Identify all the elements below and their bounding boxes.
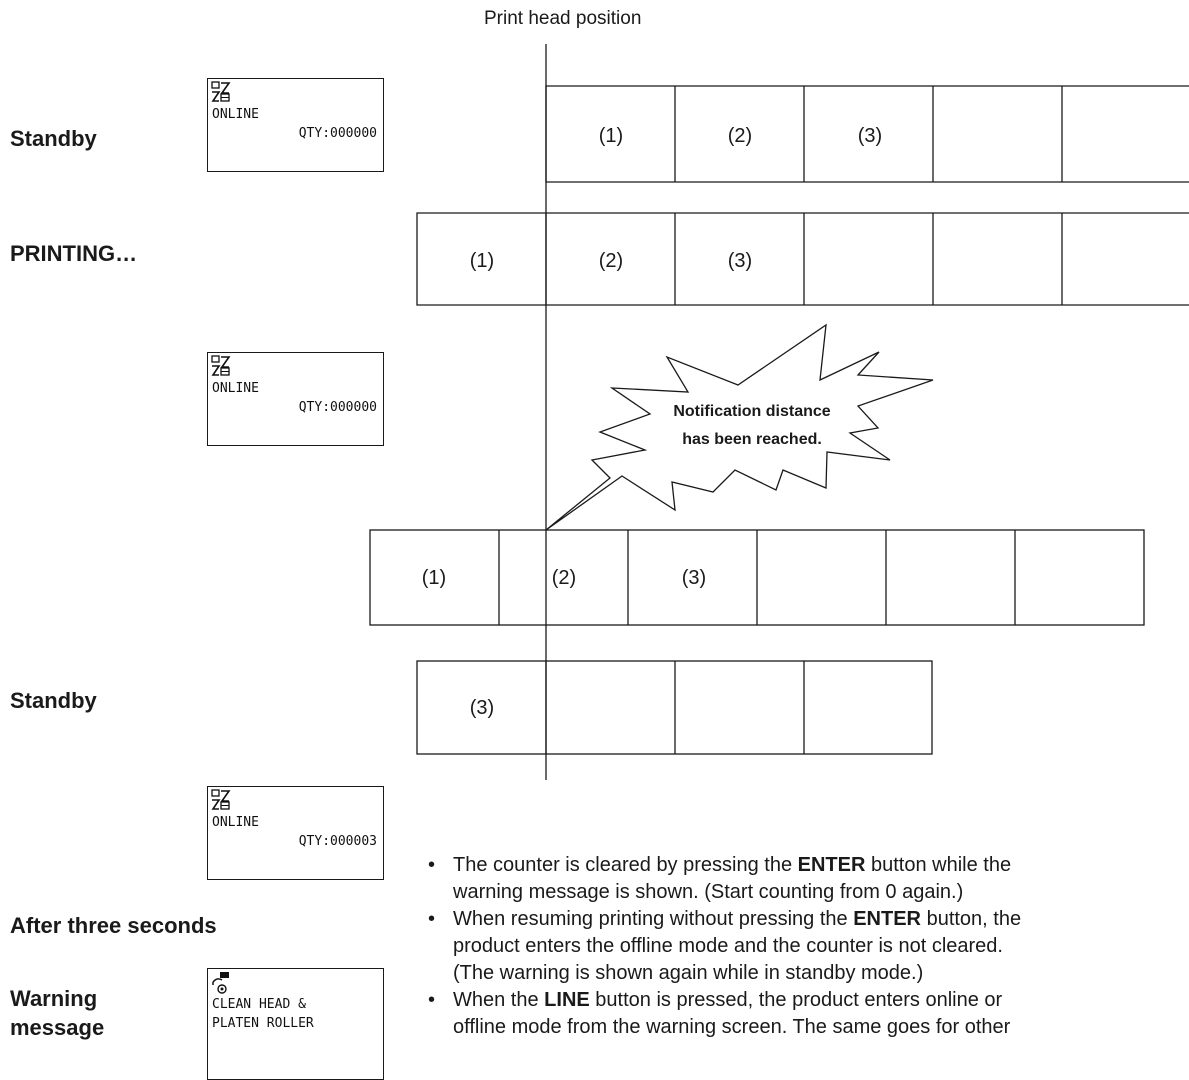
lcd-display-standby-after: ONLINE QTY:000003 [207, 786, 384, 880]
note-text: When resuming printing without pressing … [453, 908, 854, 930]
note-text: When the [453, 989, 545, 1011]
label-strip-standby [545, 85, 1189, 183]
notes-list: The counter is cleared by pressing the E… [425, 852, 1189, 1041]
label-number: (1) [599, 125, 623, 147]
note-line: When resuming printing without pressing … [425, 906, 1189, 933]
lcd-online-text: ONLINE [212, 815, 259, 830]
lcd-online-text: ONLINE [212, 107, 259, 122]
note-line: product enters the offline mode and the … [425, 933, 1189, 960]
label-number: (2) [552, 567, 576, 589]
lcd-qty-text: QTY:000003 [298, 834, 377, 849]
label-strip-standby-after [416, 660, 933, 755]
warning-message-label-line1: Warning [10, 986, 98, 1011]
note-text: The counter is cleared by pressing the [453, 854, 798, 876]
cleaning-icon [212, 972, 229, 994]
label-number: (3) [858, 125, 882, 147]
button-name: LINE [544, 989, 590, 1011]
note-text: button while the [865, 854, 1012, 876]
online-status-icon [211, 355, 231, 376]
note-line: The counter is cleared by pressing the E… [425, 852, 1189, 879]
state-standby-label: Standby [10, 126, 97, 151]
lcd-display-standby: ONLINE QTY:000000 [207, 78, 384, 172]
lcd-online-text: ONLINE [212, 381, 259, 396]
label-number: (1) [422, 567, 446, 589]
state-standby-label-2: Standby [10, 688, 97, 713]
note-text: (The warning is shown again while in sta… [453, 962, 924, 984]
button-name: ENTER [853, 908, 922, 930]
label-number: (2) [728, 125, 752, 147]
lcd-qty-text: QTY:000000 [298, 126, 377, 141]
lcd-warning-line1: CLEAN HEAD & [212, 997, 306, 1012]
callout-text-line2: has been reached. [682, 431, 822, 448]
label-number: (2) [599, 250, 623, 272]
note-text: button, the [921, 908, 1022, 930]
online-status-icon [211, 789, 231, 810]
label-number: (1) [470, 250, 494, 272]
warning-message-label-line2: message [10, 1015, 105, 1040]
note-line: warning message is shown. (Start countin… [425, 879, 1189, 906]
lcd-display-warning: CLEAN HEAD & PLATEN ROLLER [207, 968, 384, 1080]
label-strip-notification [369, 529, 1145, 626]
lcd-warning-line2: PLATEN ROLLER [212, 1016, 314, 1031]
lcd-display-printing: ONLINE QTY:000000 [207, 352, 384, 446]
note-line: offline mode from the warning screen. Th… [425, 1014, 1189, 1041]
label-number: (3) [470, 697, 494, 719]
button-name: ENTER [797, 854, 866, 876]
state-printing-label: PRINTING… [10, 241, 138, 266]
note-text: warning message is shown. (Start countin… [453, 881, 964, 903]
note-text: offline mode from the warning screen. Th… [453, 1016, 1011, 1038]
notification-callout-burst [545, 323, 934, 531]
online-status-icon [211, 81, 231, 102]
note-line: (The warning is shown again while in sta… [425, 960, 1189, 987]
label-strip-printing [416, 212, 1189, 306]
lcd-qty-text: QTY:000000 [298, 400, 377, 415]
note-text: button is pressed, the product enters on… [589, 989, 1003, 1011]
note-text: product enters the offline mode and the … [453, 935, 1003, 957]
note-line: When the LINE button is pressed, the pro… [425, 987, 1189, 1014]
callout-text-line1: Notification distance [673, 403, 830, 420]
after-three-seconds-label: After three seconds [10, 913, 217, 938]
print-head-position-label: Print head position [484, 8, 642, 29]
label-number: (3) [728, 250, 752, 272]
label-number: (3) [682, 567, 706, 589]
